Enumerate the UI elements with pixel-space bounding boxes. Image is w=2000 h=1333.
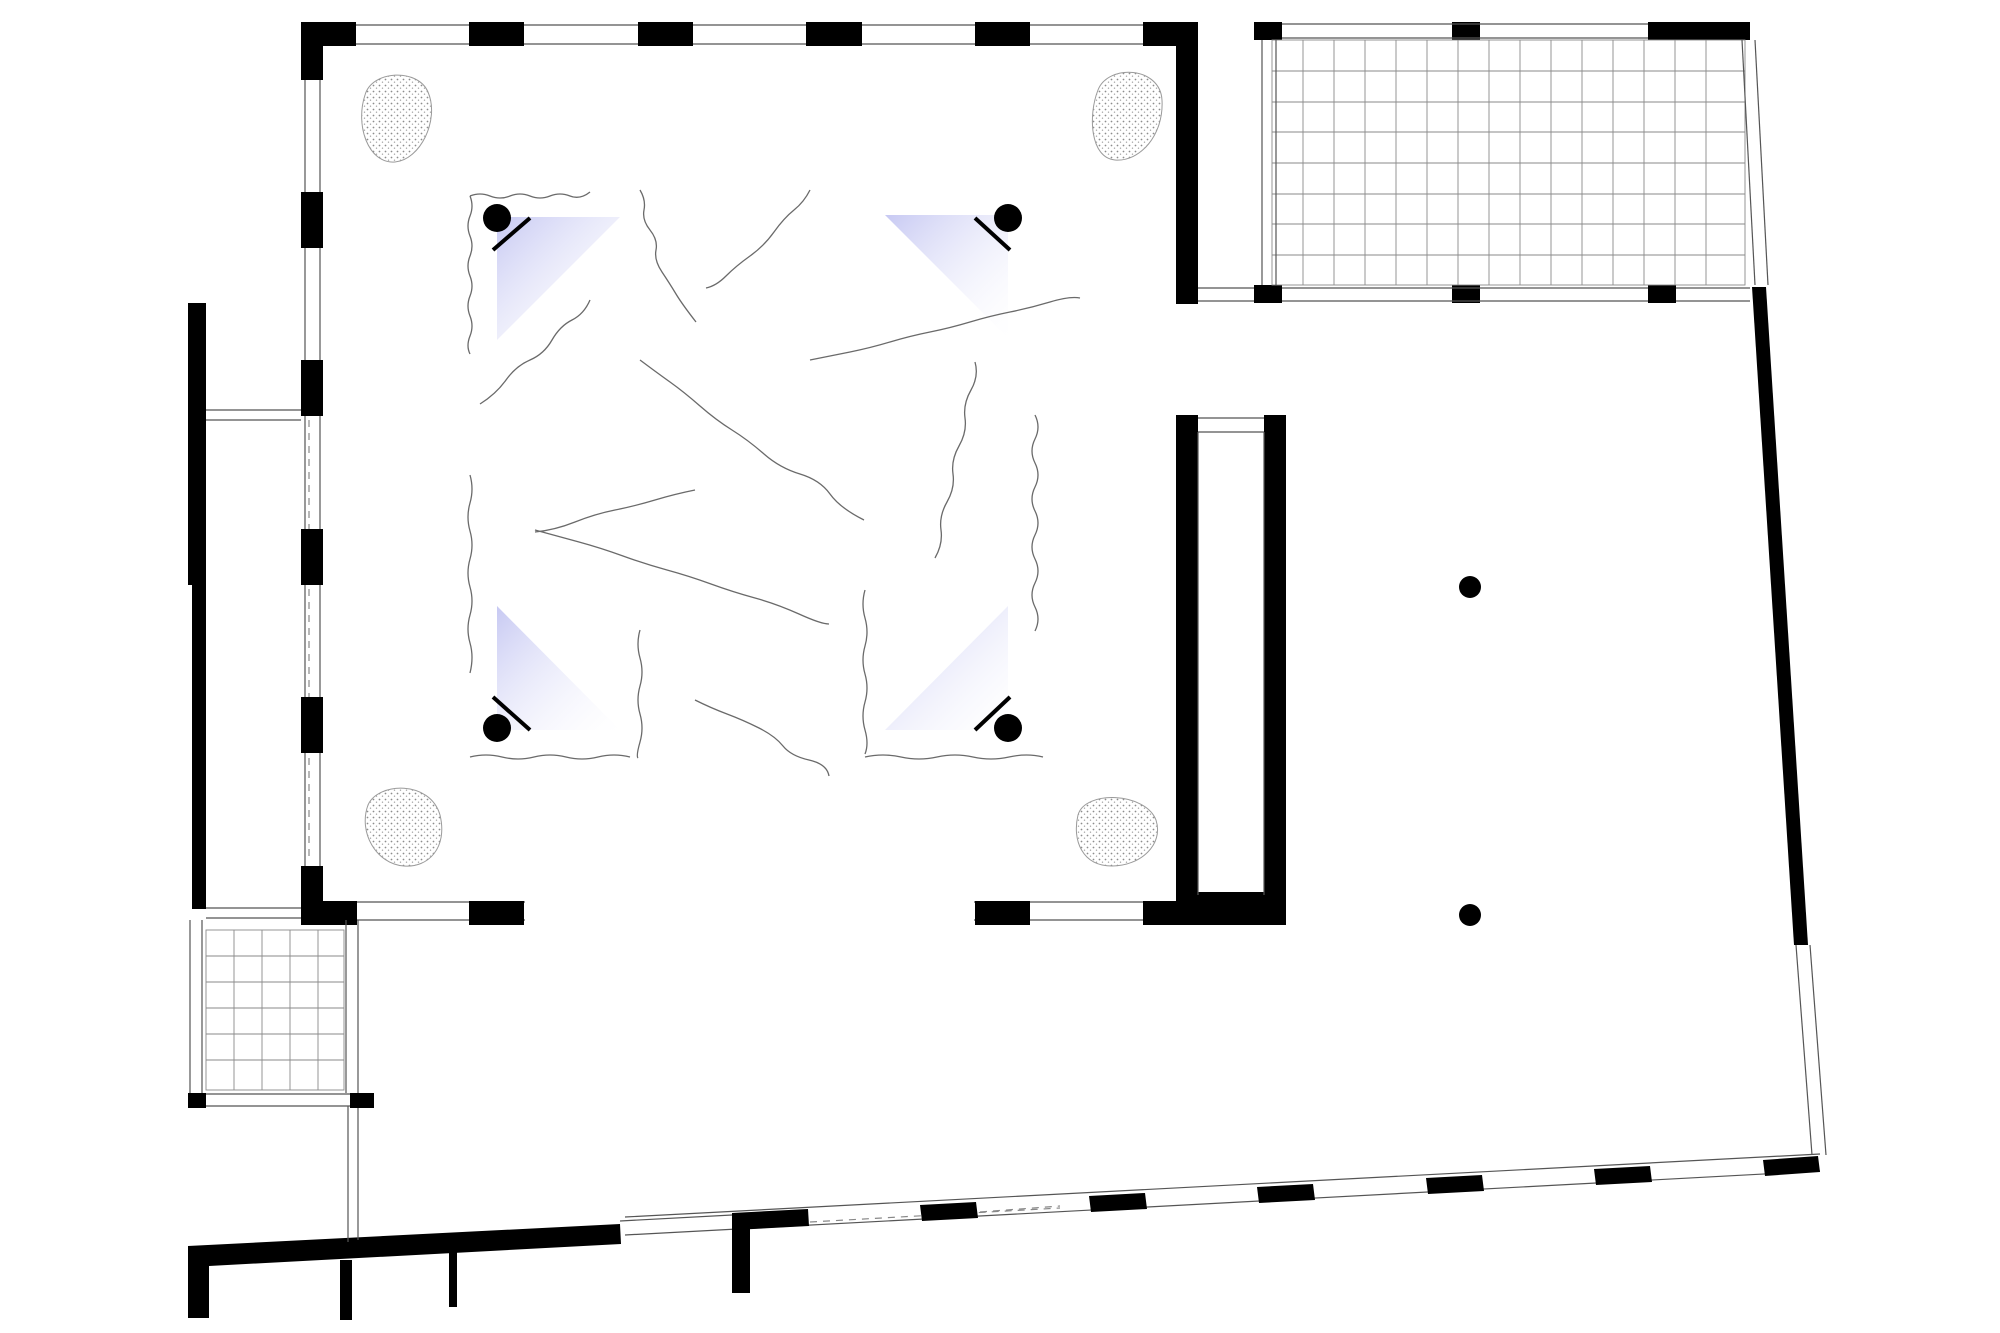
inner-partition xyxy=(1176,415,1286,923)
column-dot-icon xyxy=(483,714,511,742)
glass-panels xyxy=(497,215,1008,730)
column-dot-icon xyxy=(483,204,511,232)
glass-panel-icon xyxy=(497,217,620,340)
column-dot-icon xyxy=(994,204,1022,232)
column-dot-icon xyxy=(994,714,1022,742)
bottom-left-structure xyxy=(188,1106,621,1320)
tiled-terrace-top xyxy=(1198,22,1769,303)
glass-panel-icon xyxy=(885,606,1008,730)
outer-wall-bottom xyxy=(619,1153,1821,1293)
tiled-patio-left xyxy=(188,907,374,1108)
stone-texture-icon xyxy=(1091,71,1163,161)
column-dot-icon xyxy=(1459,576,1481,598)
glass-panel-icon xyxy=(885,215,1008,338)
outer-wall-right xyxy=(1752,287,1827,1156)
stone-texture-icon xyxy=(1075,797,1158,867)
stone-planter-bottom-right xyxy=(1075,797,1158,867)
stone-planter-top-left xyxy=(361,74,433,163)
stone-texture-icon xyxy=(361,74,433,163)
pavilion xyxy=(301,22,1286,928)
stone-texture-icon xyxy=(364,787,443,867)
corner-columns xyxy=(483,204,1022,742)
glass-panel-icon xyxy=(497,606,620,730)
stone-planter-top-right xyxy=(1091,71,1163,161)
column-dot-icon xyxy=(1459,904,1481,926)
stone-planter-bottom-left xyxy=(364,787,443,867)
free-standing-columns xyxy=(1459,576,1481,926)
outer-wall-left xyxy=(188,303,301,909)
ground-contours xyxy=(467,189,1081,777)
